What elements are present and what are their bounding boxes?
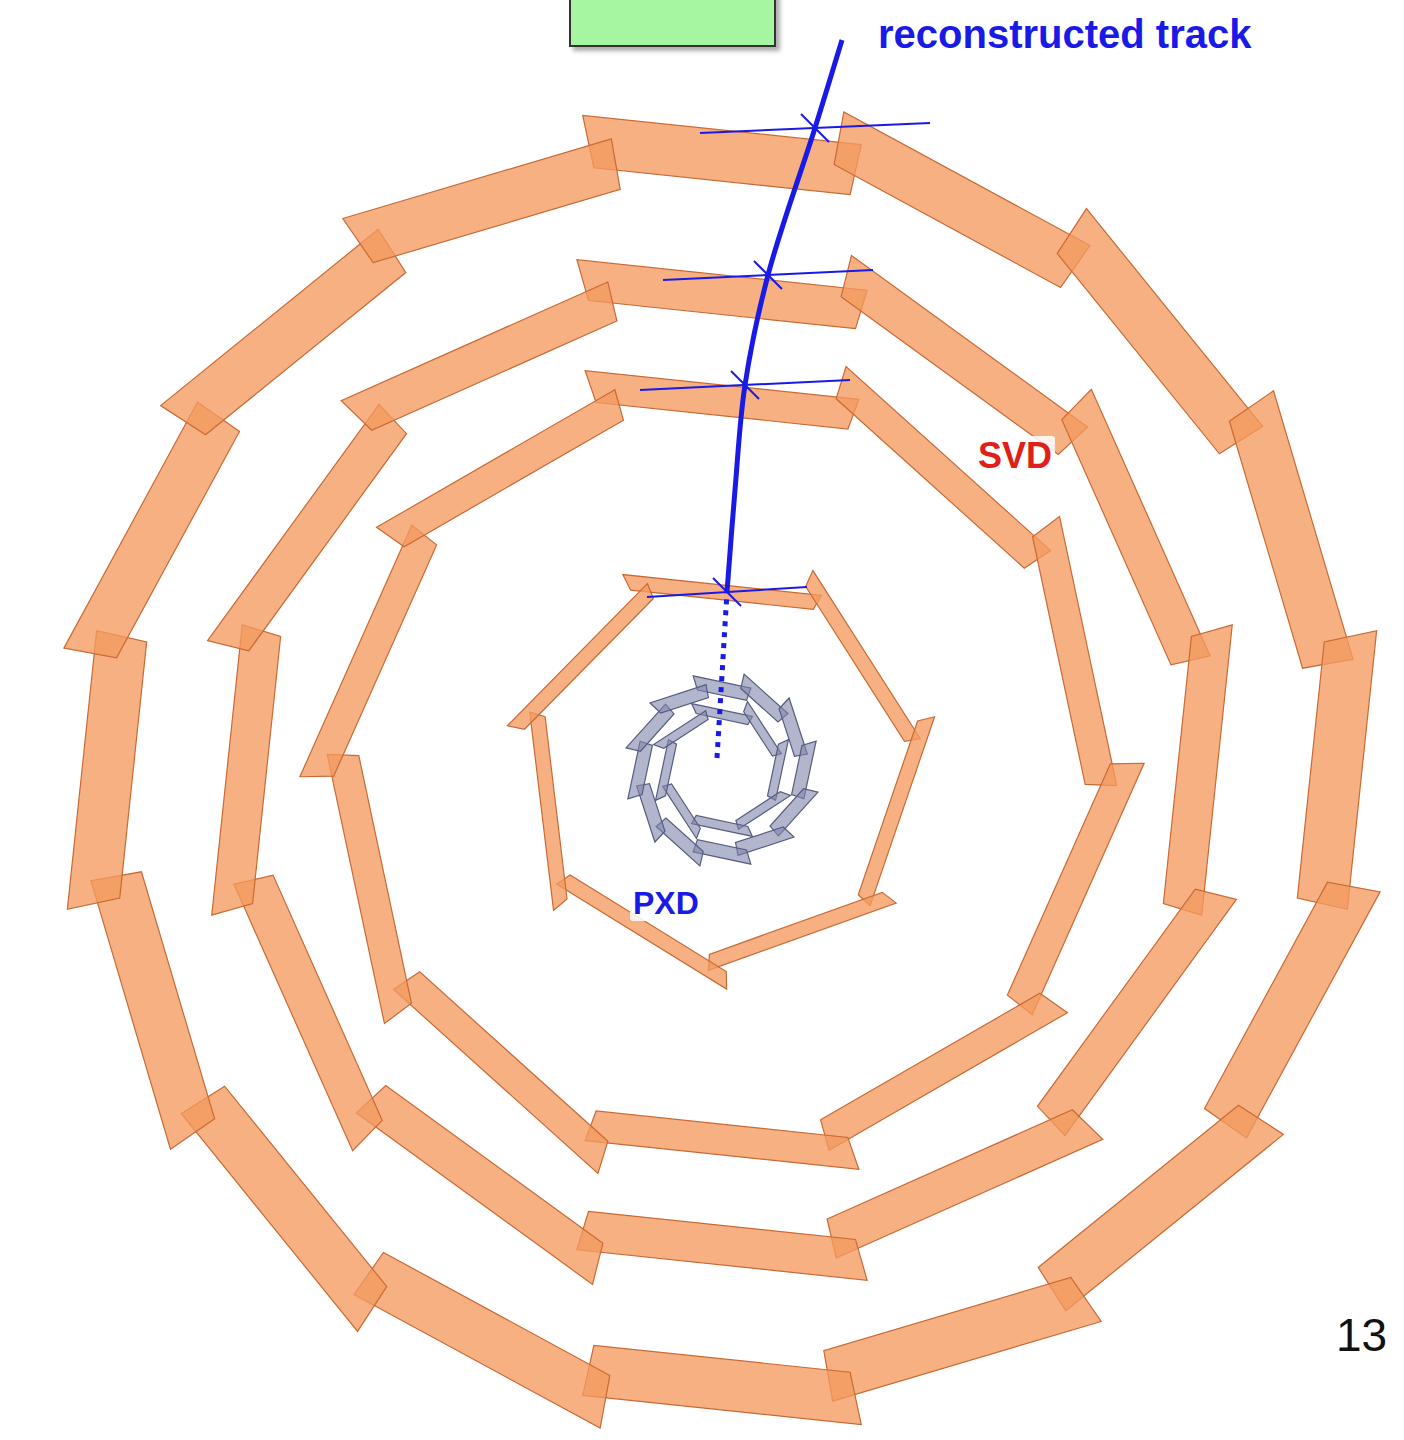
svd-ladder: [1033, 516, 1117, 785]
page-number: 13: [1336, 1310, 1387, 1361]
svd-ladder: [91, 872, 215, 1149]
svd-ladder: [583, 1345, 862, 1424]
svd-ladder: [1205, 882, 1381, 1138]
svd-ladder: [1229, 391, 1353, 668]
hit-marker: [754, 261, 782, 289]
svd-ladder: [1297, 631, 1376, 910]
detector-label: SVD: [975, 436, 1055, 476]
svd-ladder: [821, 993, 1068, 1150]
svd-ladder: [208, 404, 407, 650]
svd-ladder: [827, 1110, 1103, 1258]
svd-ladder: [212, 625, 281, 915]
svd-ladder: [354, 1253, 610, 1429]
extrapolated-track: [717, 592, 727, 758]
svd-ladder: [557, 875, 727, 989]
svd-ladder: [1038, 1105, 1283, 1310]
svd-ladder: [824, 1277, 1101, 1401]
svd-ladder: [343, 139, 620, 263]
svd-ladder: [834, 112, 1090, 288]
svd-ladder: [234, 875, 382, 1151]
pxd-ladder: [768, 740, 789, 801]
svd-ladder: [1037, 889, 1236, 1135]
svd-ladder: [507, 584, 653, 730]
svd-ladder: [806, 571, 921, 742]
svd-ladder: [64, 402, 240, 658]
svd-ladder: [377, 390, 624, 547]
svd-ladder: [1007, 763, 1144, 1014]
hit-marker: [731, 371, 759, 399]
svd-ladder: [585, 1111, 859, 1169]
svd-ladder: [585, 371, 859, 429]
pxd-ladder: [656, 740, 677, 801]
track-label: reconstructed track: [878, 12, 1251, 56]
svd-ladder: [858, 717, 934, 906]
svd-ladder: [577, 1211, 867, 1280]
svd-ladder: [708, 892, 896, 970]
pxd-ladder: [650, 685, 708, 713]
hit-marker: [713, 578, 741, 606]
note-box: [570, 0, 775, 46]
svd-ladder: [327, 754, 411, 1023]
svd-ladder: [623, 575, 821, 610]
svd-ladder: [530, 712, 567, 910]
svd-ladder: [1057, 209, 1262, 454]
svd-ladder: [1062, 389, 1210, 665]
detector-label: PXD: [630, 886, 702, 921]
pxd-ladder: [692, 816, 753, 837]
svd-ladder: [300, 525, 437, 776]
svd-ladder: [67, 631, 146, 910]
reconstructed-track: [727, 40, 842, 592]
svd-ladder: [341, 282, 617, 430]
svd-ladder: [577, 260, 867, 329]
svd-ladders: [64, 112, 1380, 1428]
svd-ladder: [1163, 625, 1232, 915]
svd-ladder: [161, 229, 406, 434]
svd-ladder: [181, 1086, 386, 1331]
track-line: [640, 40, 930, 758]
svd-ladder: [841, 256, 1087, 455]
hit-marker: [801, 114, 829, 142]
svd-ladder: [356, 1085, 602, 1284]
